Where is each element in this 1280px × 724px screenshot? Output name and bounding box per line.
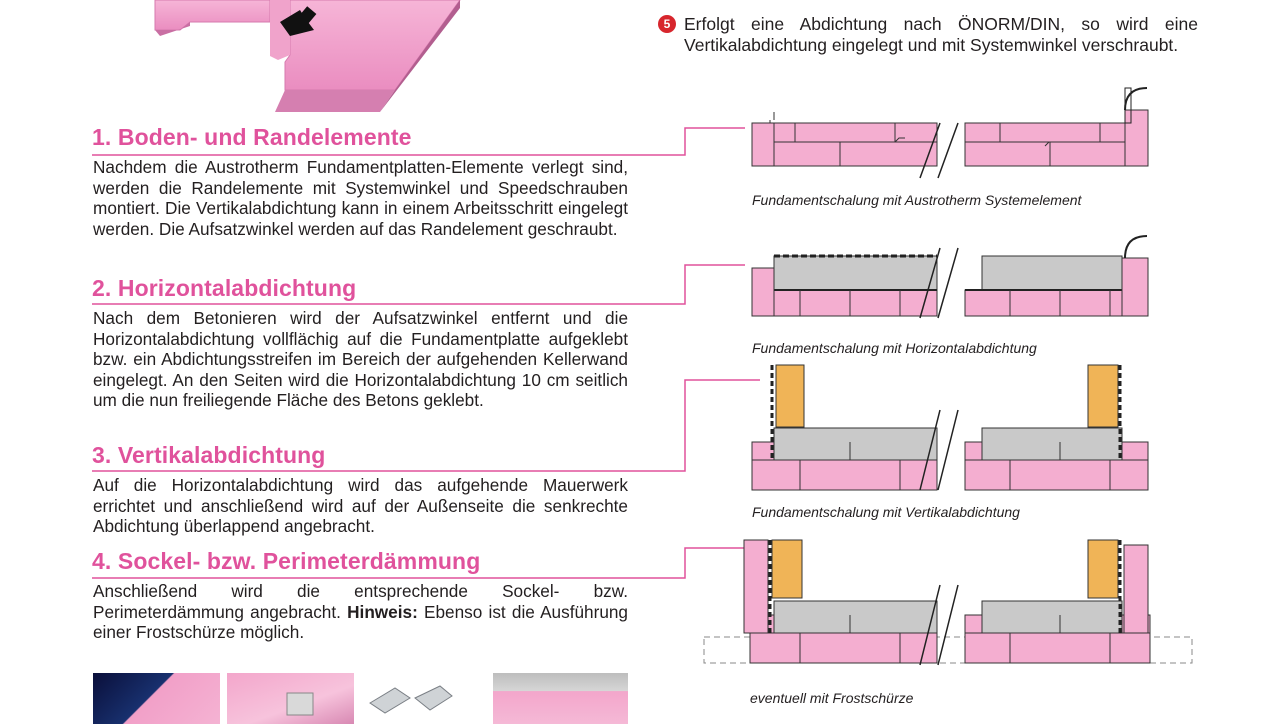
diagram-vertikal (700, 360, 1200, 500)
section-heading-boden: 1. Boden- und Randelemente (92, 124, 412, 150)
section-heading-vertikal: 3. Vertikalabdichtung (92, 442, 326, 468)
section-text-horizontal: Nach dem Betonieren wird der Aufsatzwink… (93, 308, 628, 411)
caption-systemelement: Fundamentschalung mit Austrotherm System… (752, 192, 1082, 208)
diagram-frostschuerze (700, 535, 1200, 685)
section-heading-sockel: 4. Sockel- bzw. Perimeterdämmung (92, 548, 481, 574)
section-text-boden: Nachdem die Austrotherm Fundamentplatten… (93, 157, 628, 239)
step-number-badge: 5 (658, 15, 676, 33)
hint-label: Hinweis: (347, 601, 418, 622)
thumbnail-photo-4 (493, 673, 628, 724)
hint-text: Ebenso ist die Ausführung einer Frostsch… (93, 601, 628, 643)
caption-vertikal: Fundamentschalung mit Vertikalabdichtung (752, 504, 1020, 520)
boards-photo (150, 0, 470, 122)
caption-horizontal: Fundamentschalung mit Horizontalabdichtu… (752, 340, 1037, 356)
note-text: Erfolgt eine Abdichtung nach ÖNORM/DIN, … (684, 14, 1198, 55)
note-5: 5 Erfolgt eine Abdichtung nach ÖNORM/DIN… (658, 14, 1198, 56)
thumbnail-photo-2 (227, 673, 354, 724)
thumbnail-angle-brackets (360, 673, 470, 724)
thumbnail-photo-1 (93, 673, 220, 724)
section-heading-horizontal: 2. Horizontalabdichtung (92, 275, 357, 301)
section-text-sockel: Anschließend wird die entsprechende Sock… (93, 581, 628, 643)
section-text-vertikal: Auf die Horizontalabdichtung wird das au… (93, 475, 628, 537)
caption-frostschuerze: eventuell mit Frostschürze (750, 690, 914, 706)
diagram-systemelement (700, 80, 1200, 190)
diagram-horizontal (700, 228, 1200, 340)
sockel-text: Anschließend wird die entsprechende Sock… (93, 581, 628, 622)
